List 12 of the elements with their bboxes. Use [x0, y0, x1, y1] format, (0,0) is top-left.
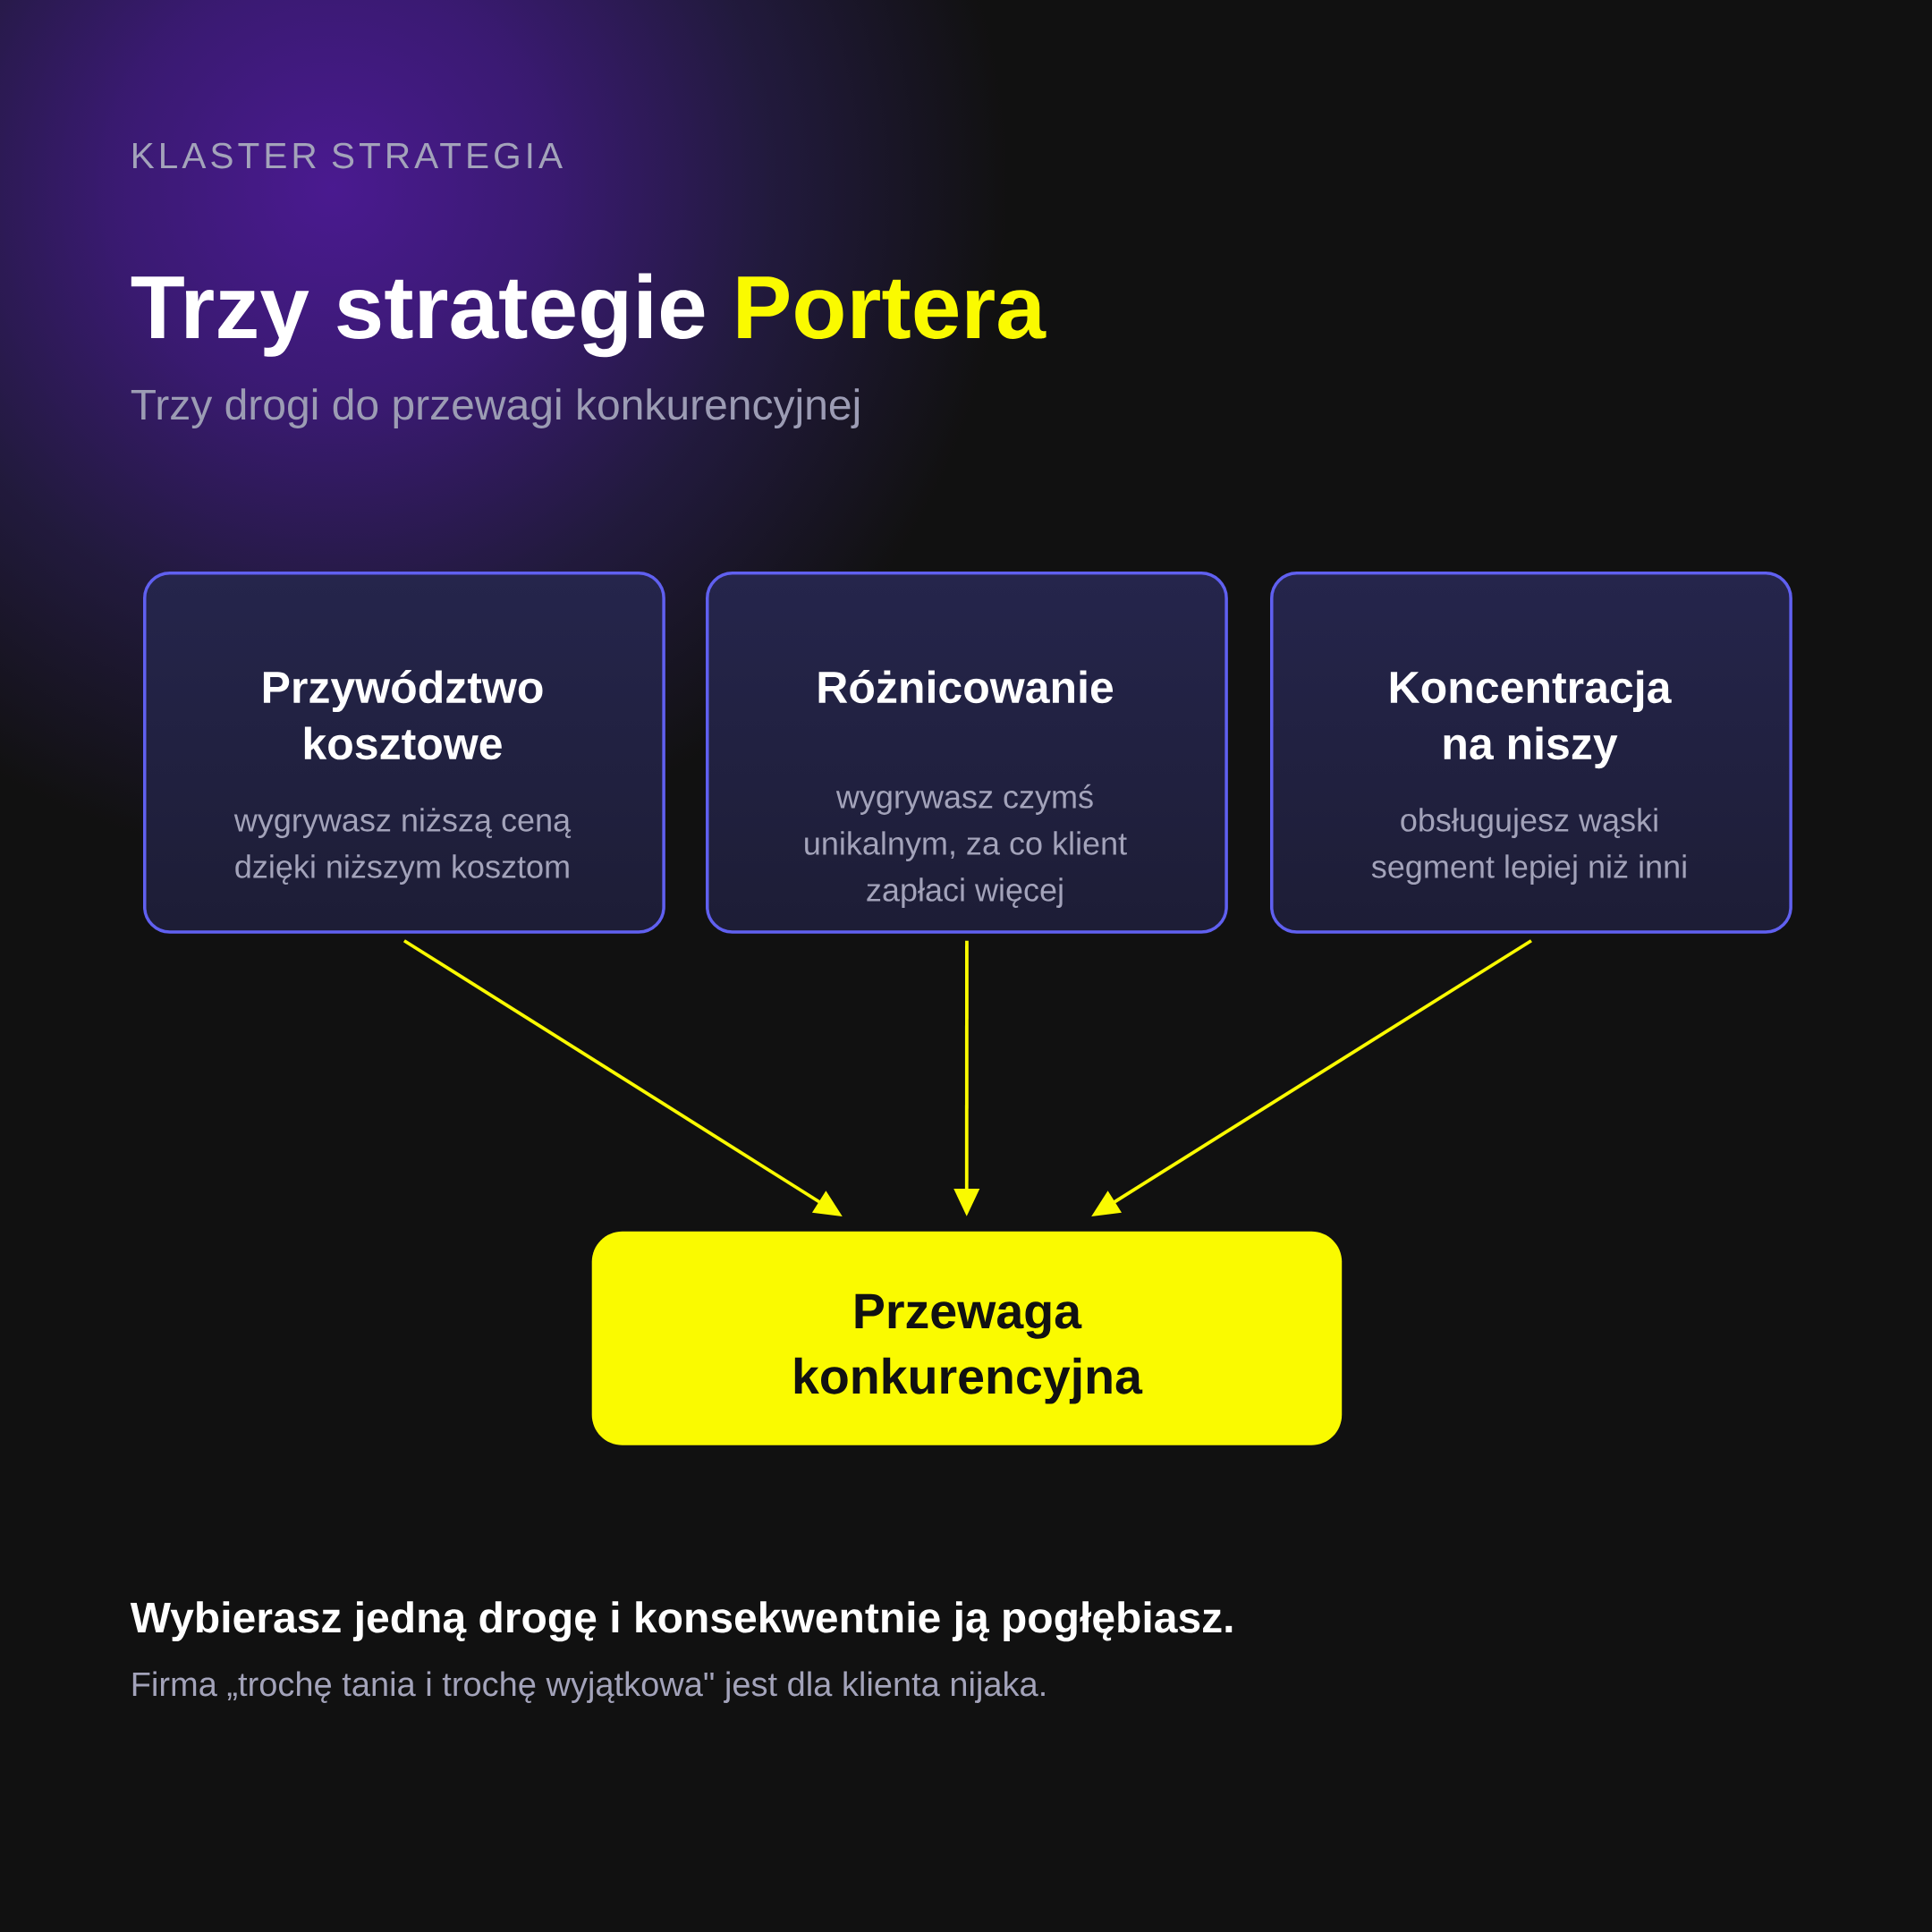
card-heading: Różnicowanie [818, 670, 1114, 704]
result-box: Przewaga konkurencyjna [591, 1231, 1343, 1445]
subtitle: Trzy drogi do przewagi konkurencyjnej [131, 388, 860, 428]
card-heading: Przywództwo kosztowe [263, 670, 543, 760]
title: Trzy strategie Portera [131, 273, 1046, 358]
card-text: wygrywasz czymś unikalnym, za co klient zapłaci więcej [805, 784, 1127, 908]
footer-note: Firma „trochę tania i trochę wyjątkowa" jest dla klienta nijaka. [132, 1671, 1045, 1703]
header-label: KLASTER STRATEGIA [133, 142, 563, 169]
card-heading: Koncentracja na niszy [1390, 670, 1672, 769]
card-text: wygrywasz niższą ceną dzięki niższym kosztom [233, 808, 572, 885]
footer-heading: Wybierasz jedną drogę i konsekwentnie ją pogłębiasz. [130, 1601, 1233, 1642]
card-text: obsługujesz wąski segment lepiej niż inni [1371, 808, 1686, 885]
